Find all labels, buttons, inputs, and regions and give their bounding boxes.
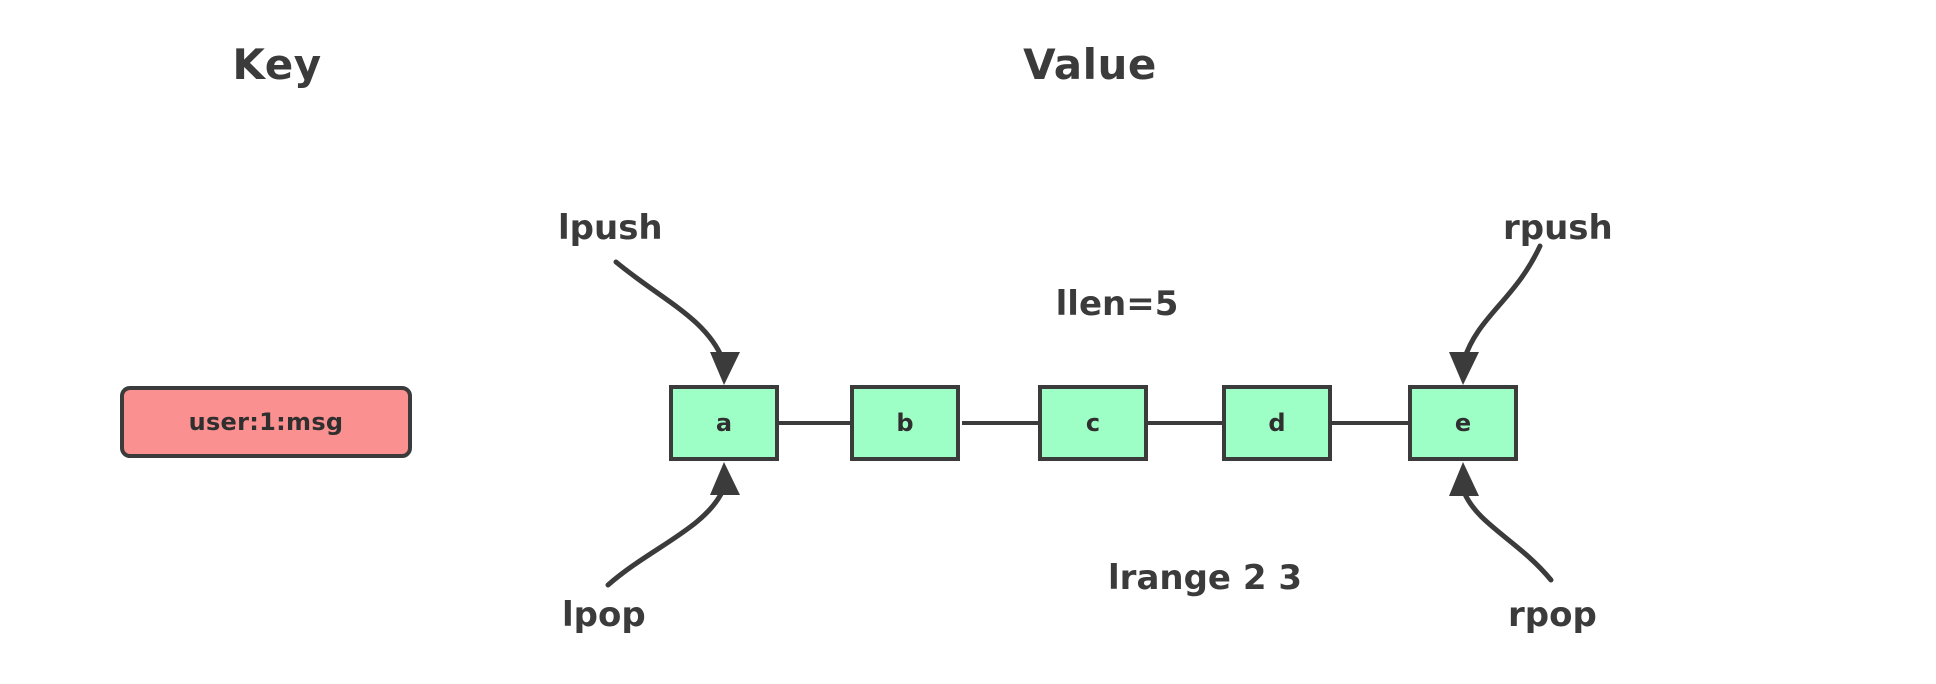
lpush-arrow-curve [613, 259, 726, 363]
list-node-a[interactable]: a [669, 385, 779, 461]
list-link-c-d [1148, 421, 1222, 425]
list-node-e[interactable]: e [1408, 385, 1518, 461]
operation-label-lpop: lpop [562, 595, 646, 635]
list-link-b-c [962, 421, 1038, 425]
operation-label-rpop: rpop [1508, 595, 1597, 635]
rpop-arrow-curve [1461, 489, 1554, 583]
rpush-arrow-curve [1461, 243, 1543, 363]
list-node-label: c [1085, 409, 1101, 437]
lpop-arrowhead-icon [710, 462, 740, 495]
list-link-a-b [779, 421, 850, 425]
key-box[interactable]: user:1:msg [120, 386, 412, 458]
list-node-label: a [715, 409, 733, 437]
operation-label-rpush: rpush [1503, 208, 1613, 248]
list-link-d-e [1332, 421, 1408, 425]
column-heading-value: Value [1023, 40, 1157, 89]
key-box-label: user:1:msg [188, 408, 344, 436]
lpop-arrow-curve [605, 487, 726, 588]
list-node-b[interactable]: b [850, 385, 960, 461]
column-heading-key: Key [232, 40, 322, 89]
list-node-label: b [896, 409, 914, 437]
rpush-arrowhead-icon [1449, 352, 1479, 385]
annotation-llen: llen=5 [1055, 284, 1179, 324]
list-node-label: d [1268, 409, 1286, 437]
lpush-arrowhead-icon [710, 352, 740, 385]
list-node-d[interactable]: d [1222, 385, 1332, 461]
rpop-arrowhead-icon [1449, 462, 1479, 496]
annotation-lrange: lrange 2 3 [1108, 558, 1302, 598]
list-node-c[interactable]: c [1038, 385, 1148, 461]
list-node-label: e [1454, 409, 1472, 437]
operation-label-lpush: lpush [558, 208, 663, 248]
